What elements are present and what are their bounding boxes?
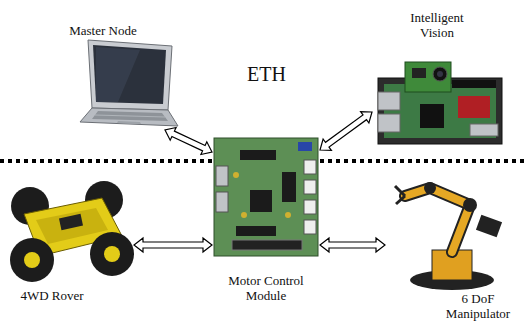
double-arrow (165, 128, 212, 155)
network-label: ETH (247, 62, 286, 86)
manipulator-picture (395, 182, 502, 290)
double-arrow (320, 238, 385, 252)
rover-picture (10, 181, 134, 282)
device-caption: 4WD Rover (4, 288, 100, 303)
master-node: Master Node (55, 20, 178, 130)
manipulator-node: 6 DoF Manipulator (385, 170, 519, 322)
device-caption: Motor Control Module (221, 273, 311, 303)
device-caption: 6 DoF Manipulator (438, 291, 518, 321)
device-caption: Intelligent Vision (397, 10, 477, 40)
motor-board-picture (214, 138, 318, 256)
vision-board-picture (378, 62, 502, 144)
double-arrow (134, 238, 212, 252)
double-arrow (320, 112, 372, 151)
device-caption: Master Node (55, 23, 151, 38)
laptop-picture (80, 40, 178, 126)
rover-node: 4WD Rover (4, 178, 134, 306)
motor-control-node: Motor Control Module (212, 136, 320, 306)
vision-node: Intelligent Vision (372, 8, 508, 148)
